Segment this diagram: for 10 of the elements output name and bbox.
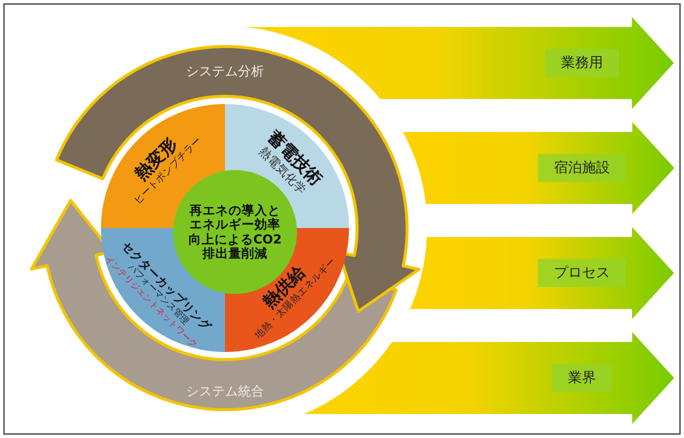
pointed-banner bbox=[402, 122, 674, 214]
pointed-banner bbox=[410, 227, 674, 319]
band-label: システム統合 bbox=[184, 386, 265, 400]
pointed-banner bbox=[304, 332, 674, 424]
banner-label: 業界 bbox=[552, 364, 612, 392]
center-text: 再エネの導入とエネルギー効率向上によるCO2排出量削減 bbox=[187, 203, 283, 261]
banner-label: 宿泊施設 bbox=[538, 154, 626, 182]
banner-label: 業務用 bbox=[544, 48, 619, 78]
banner-label: プロセス bbox=[538, 258, 626, 288]
band-label: システム分析 bbox=[184, 66, 265, 80]
